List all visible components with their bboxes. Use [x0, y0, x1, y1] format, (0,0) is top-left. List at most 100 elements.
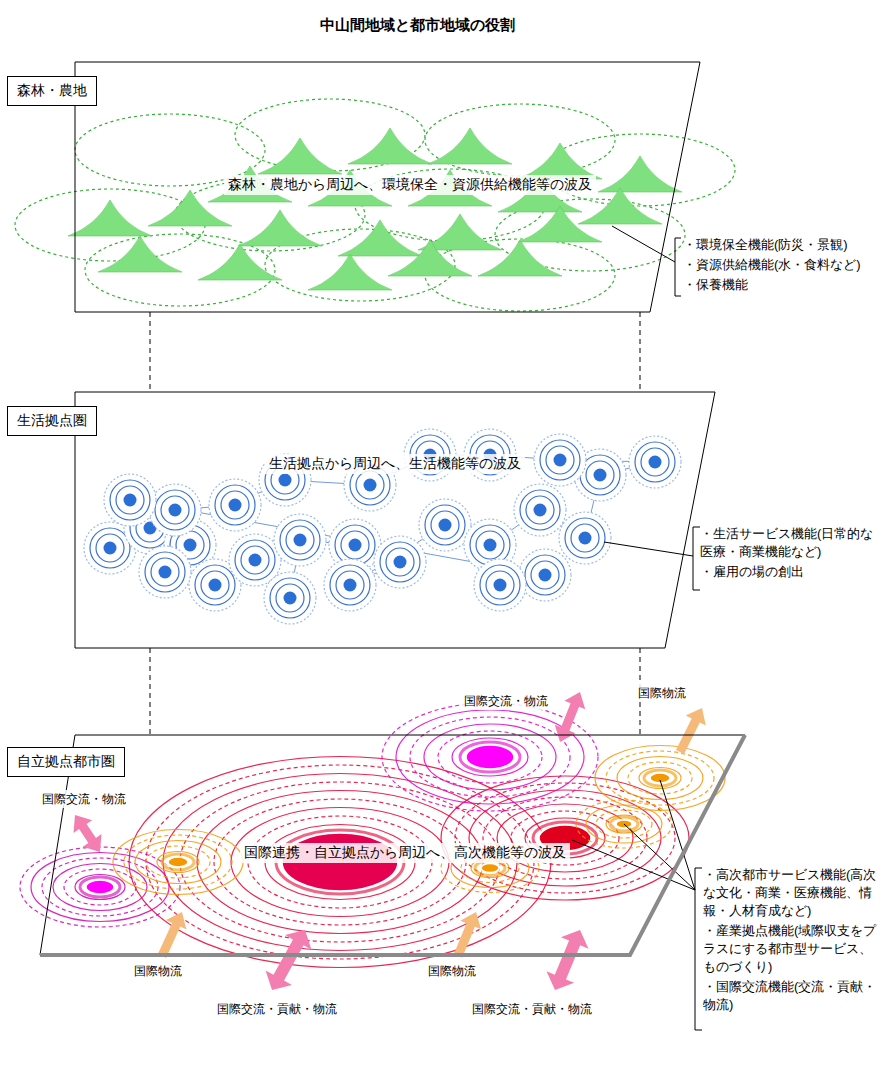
hub-dot — [124, 494, 137, 507]
hub-dot — [539, 569, 552, 582]
hub-ring — [116, 486, 144, 514]
hub-ring — [374, 536, 426, 588]
heading-text: 生活拠点圏 — [17, 412, 87, 428]
hub-ring — [480, 565, 520, 605]
city-ring — [438, 731, 542, 783]
city-ring — [452, 738, 528, 776]
hub-dot — [104, 542, 117, 555]
mountain — [428, 128, 512, 164]
hub-ring — [149, 484, 201, 536]
hub-ring — [335, 525, 375, 565]
hub-ring — [380, 542, 420, 582]
hub-ring — [641, 448, 669, 476]
city-ring — [146, 846, 210, 878]
hub-ring — [635, 442, 675, 482]
hub-dot — [229, 499, 242, 512]
mountain — [388, 240, 472, 276]
diagram-title: 中山間地域と都市地域の役割 — [0, 16, 834, 35]
city-core — [168, 857, 188, 867]
function-label: ・生活サービス機能(日常的な医療・商業機能など) — [700, 525, 882, 561]
hub-ring — [534, 434, 586, 486]
panel-shape — [75, 62, 700, 312]
flow-label: 国際交流・物流 — [462, 692, 550, 710]
function-label: ・資源供給機能(水・食料など) — [683, 256, 883, 274]
city-halo — [644, 770, 676, 786]
layer-heading-box: 生活拠点圏 — [7, 406, 97, 436]
city-core — [466, 745, 514, 769]
hub-dot — [364, 479, 377, 492]
panel-shape — [40, 735, 745, 955]
hub-dot — [169, 504, 182, 517]
hub-dot — [649, 456, 662, 469]
hub-ring — [526, 496, 554, 524]
hub-ring — [514, 484, 566, 536]
city-ring — [53, 864, 147, 911]
leader-line — [660, 780, 695, 890]
mountain — [518, 206, 602, 242]
hub-ring — [264, 572, 316, 624]
city-ring — [42, 858, 158, 916]
hub-ring — [519, 549, 571, 601]
hub-ring — [474, 559, 526, 611]
hub-ring — [151, 558, 179, 586]
city-ring — [617, 757, 703, 800]
hub-dot — [294, 534, 307, 547]
hub-dot — [209, 579, 222, 592]
hub-dot — [284, 592, 297, 605]
hub-dot — [349, 539, 362, 552]
hub-ring — [104, 474, 156, 526]
city-ring — [441, 776, 689, 900]
heading-text: 森林・農地 — [17, 82, 87, 98]
function-label: ・保養機能 — [683, 276, 883, 294]
hub-dot — [249, 554, 262, 567]
hub-ring — [215, 485, 255, 525]
hub-ring — [559, 512, 611, 564]
hub-ring — [139, 546, 191, 598]
hub-dot — [279, 474, 292, 487]
hub-dot — [484, 539, 497, 552]
heading-text: 自立拠点都市圏 — [17, 753, 115, 769]
bracket — [695, 868, 702, 1030]
hub-dot — [534, 504, 547, 517]
flow-arrow — [158, 912, 187, 958]
hub-ring — [276, 584, 304, 612]
function-label: ・国際交流機能(交流・貢献・物流) — [703, 978, 883, 1014]
city-ring — [64, 869, 136, 905]
hub-ring — [565, 518, 605, 558]
mountain — [518, 143, 602, 179]
hub-ring — [386, 548, 414, 576]
flow-arrow — [547, 930, 589, 990]
hub-ring — [425, 505, 465, 545]
hub-dot — [344, 579, 357, 592]
spread-text: 国際連携・自立拠点から周辺へ、高次機能等の波及 — [240, 843, 570, 863]
hub-dot — [394, 556, 407, 569]
hub-ring — [431, 511, 459, 539]
hub-ring — [330, 565, 370, 605]
hub-dot — [184, 539, 197, 552]
guide-line — [640, 312, 641, 392]
city-halo — [80, 877, 120, 897]
flow-label: 国際物流 — [426, 962, 478, 980]
city-ring — [124, 835, 232, 889]
flow-label: 国際交流・貢献・物流 — [470, 1000, 594, 1018]
hub-ring — [520, 490, 560, 530]
flow-arrow — [676, 708, 706, 754]
hub-ring — [571, 524, 599, 552]
city-ring — [424, 724, 556, 790]
city-core — [86, 880, 114, 894]
mountain — [258, 138, 342, 174]
hub-dot — [594, 469, 607, 482]
mountain — [598, 156, 682, 192]
city-ring — [157, 852, 199, 873]
hub-ring — [286, 526, 314, 554]
hub-dot — [494, 579, 507, 592]
hub-ring — [209, 479, 261, 531]
hub-ring — [235, 540, 275, 580]
flow-label: 国際物流 — [132, 962, 184, 980]
city-ring — [396, 710, 584, 804]
mountain — [68, 200, 152, 236]
hub-ring — [221, 491, 249, 519]
hub-ring — [195, 565, 235, 605]
city-ring — [628, 762, 692, 794]
